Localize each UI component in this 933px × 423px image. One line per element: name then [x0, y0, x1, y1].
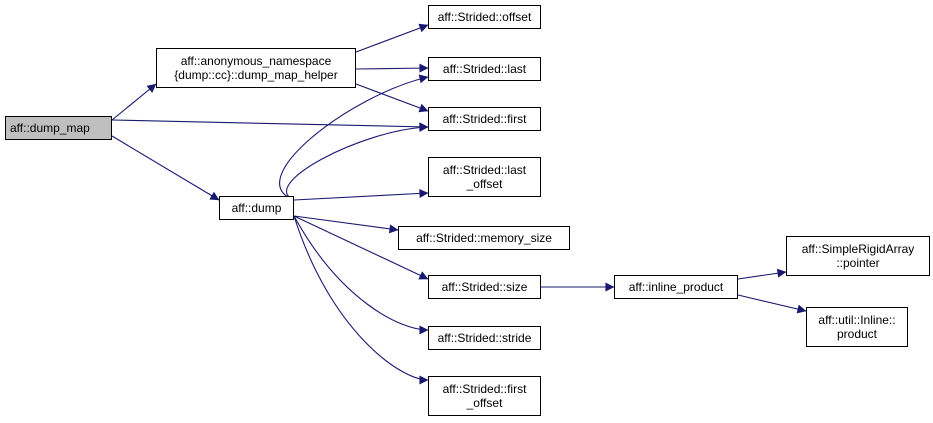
node-label: aff::Strided::first [442, 112, 527, 126]
edge-dump-to-stride [293, 215, 429, 335]
node-label: aff::Strided::stride [437, 331, 532, 345]
node-strided-first-offset[interactable]: aff::Strided::first _offset [428, 376, 541, 416]
node-dump[interactable]: aff::dump [219, 196, 294, 220]
node-label-line-2: product [836, 327, 878, 341]
edge-inline-product-to-product [737, 294, 807, 314]
edge-dump-map-to-dump-map-helper [111, 83, 157, 121]
node-label-line-1: aff::SimpleRigidArray [801, 242, 915, 256]
edge-dump-map-helper-to-offset [355, 23, 429, 53]
node-dump-map-helper[interactable]: aff::anonymous_namespace {dump::cc}::dum… [156, 48, 356, 88]
node-dump-map[interactable]: aff::dump_map [5, 116, 112, 140]
edge-dump-map-to-first [111, 119, 429, 132]
node-label-line-2: _offset [466, 177, 503, 191]
edge-inline-product-to-pointer [737, 268, 787, 280]
node-label-line-2: ::pointer [836, 256, 880, 270]
node-label-line-2: _offset [466, 396, 503, 410]
node-label: aff::dump [231, 201, 282, 215]
node-label-line-2: {dump::cc}::dump_map_helper [174, 68, 338, 82]
node-strided-first[interactable]: aff::Strided::first [428, 107, 541, 131]
node-label: aff::Strided::offset [437, 10, 532, 24]
edge-dump-map-to-dump [111, 135, 220, 201]
edge-dump-to-last-offset [293, 188, 429, 201]
edge-dump-to-first-offset [293, 215, 429, 385]
node-label: aff::Strided::memory_size [416, 231, 552, 245]
node-label: aff::Strided::last [442, 62, 527, 76]
node-label: aff::inline_product [628, 280, 724, 294]
node-simple-rigid-array-pointer[interactable]: aff::SimpleRigidArray ::pointer [786, 236, 930, 276]
node-label: aff::Strided::size [441, 280, 528, 294]
node-util-inline-product[interactable]: aff::util::Inline:: product [806, 307, 908, 347]
edge-dump-to-first [286, 122, 429, 201]
edge-dump-to-memory-size [293, 215, 399, 234]
edge-dump-to-last [279, 74, 429, 201]
node-label-line-1: aff::Strided::last [442, 163, 527, 177]
edge-dump-map-helper-to-last [355, 63, 429, 73]
node-label-line-1: aff::util::Inline:: [818, 313, 896, 327]
node-label-line-1: aff::Strided::first [442, 382, 527, 396]
node-inline-product[interactable]: aff::inline_product [614, 275, 738, 299]
node-strided-offset[interactable]: aff::Strided::offset [428, 5, 541, 29]
edge-dump-map-helper-to-first [355, 83, 429, 113]
node-label: aff::dump_map [10, 121, 90, 135]
node-strided-last-offset[interactable]: aff::Strided::last _offset [428, 157, 541, 197]
node-strided-size[interactable]: aff::Strided::size [428, 275, 541, 299]
edge-dump-to-size [293, 215, 429, 280]
node-strided-stride[interactable]: aff::Strided::stride [428, 326, 541, 350]
node-label-line-1: aff::anonymous_namespace [180, 54, 332, 68]
node-strided-last[interactable]: aff::Strided::last [428, 57, 541, 81]
node-strided-memory-size[interactable]: aff::Strided::memory_size [398, 226, 570, 250]
